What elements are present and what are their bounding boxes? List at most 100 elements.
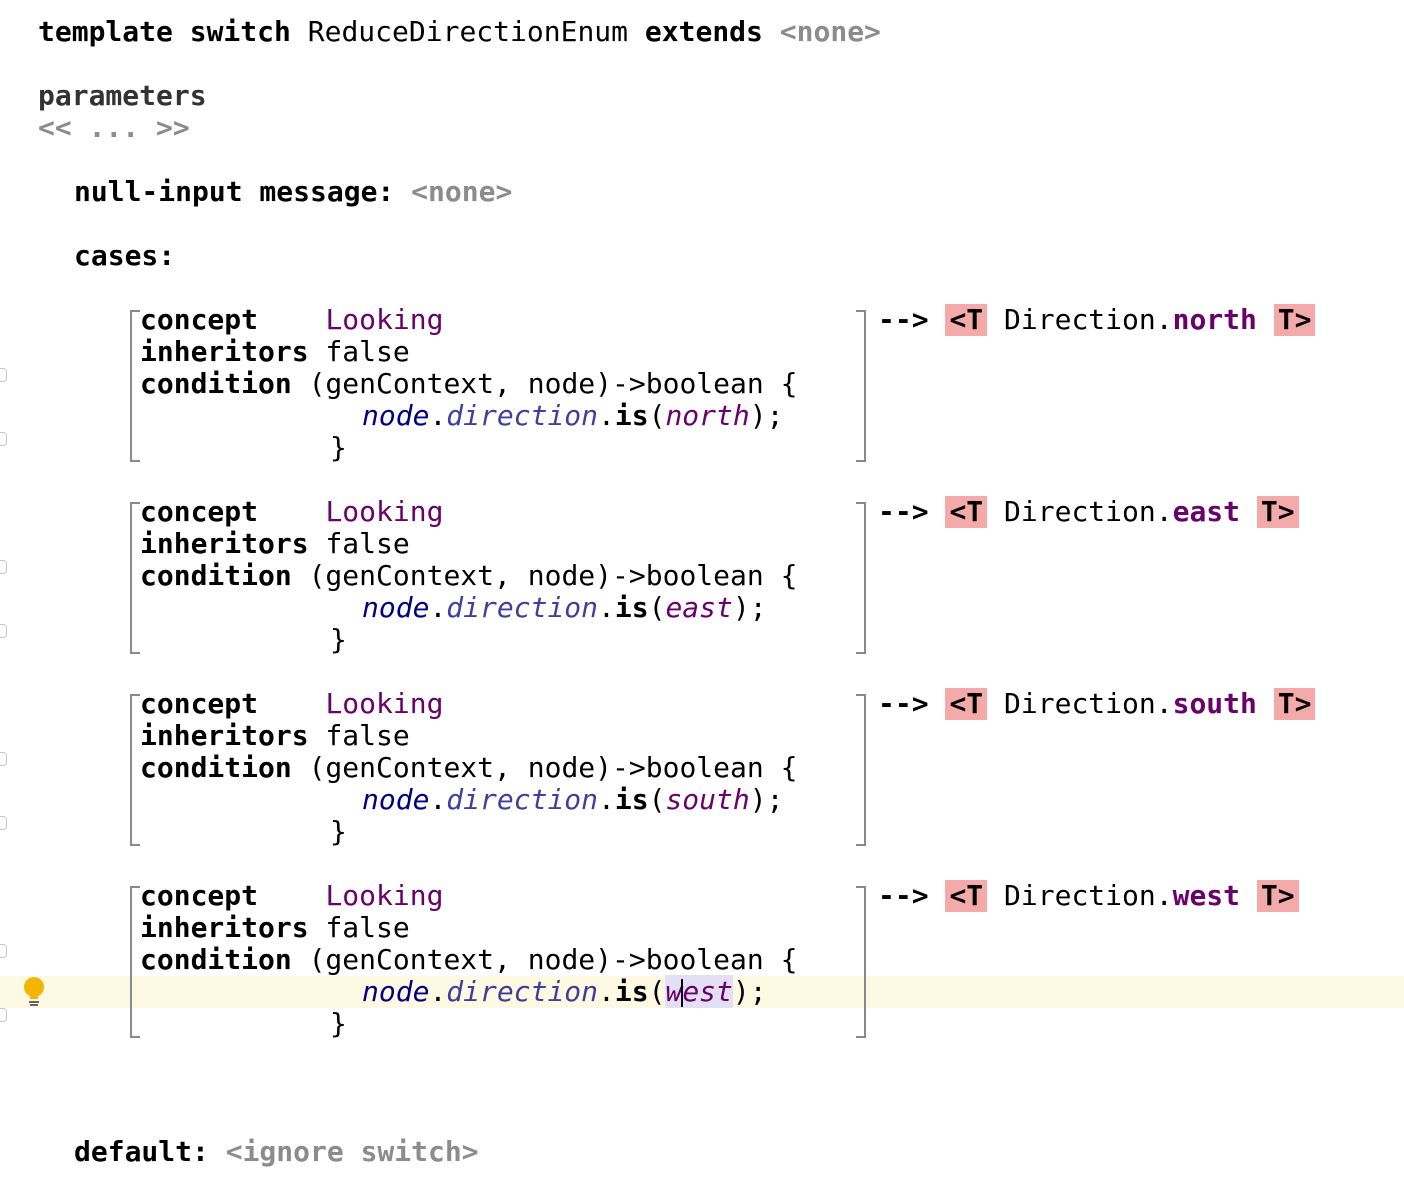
parameters-collection[interactable]: << ... >> [38,111,190,144]
dot: . [429,975,447,1008]
concept-reference[interactable]: Looking [325,495,444,528]
case-bracket-left [130,886,140,1038]
inheritors-value[interactable]: false [325,719,410,752]
fold-marker-icon[interactable] [0,624,7,638]
fold-marker-icon[interactable] [0,944,7,958]
direction-property[interactable]: direction [446,591,599,624]
lambda-header[interactable]: (genContext, node)->boolean { [308,559,798,592]
dot: . [598,975,615,1008]
enum-type-reference: Direction. [1004,303,1173,336]
condition-keyword: condition [140,751,292,784]
inheritors-value[interactable]: false [325,911,410,944]
lightbulb-icon[interactable] [22,976,46,1008]
fold-marker-icon[interactable] [0,560,7,574]
null-input-placeholder[interactable]: <none> [411,175,513,208]
case-inheritors-row: inheritors false [140,336,410,368]
template-fragment-close[interactable]: T> [1273,688,1316,720]
node-parameter[interactable]: node [362,975,430,1008]
dot: . [429,591,447,624]
template-fragment-close[interactable]: T> [1256,880,1299,912]
is-operation[interactable]: is [614,783,649,816]
case-condition-row: condition (genContext, node)->boolean { [140,752,797,784]
case-inheritors-row: inheritors false [140,912,410,944]
concept-keyword: concept [140,879,259,912]
case-result: --> <T Direction.north T> [878,303,1316,336]
null-input-label: null-input message: [74,175,395,208]
enum-literal[interactable]: east [665,591,733,624]
enum-literal[interactable]: west [665,975,733,1008]
default-row: default: <ignore switch> [74,1136,479,1168]
case-concept-row: concept Looking [140,304,443,336]
fold-marker-icon[interactable] [0,752,7,766]
template-fragment-open[interactable]: <T [945,688,988,720]
dot: . [598,399,615,432]
template-fragment-open[interactable]: <T [945,496,988,528]
lambda-header[interactable]: (genContext, node)->boolean { [308,751,798,784]
close-brace: } [330,431,347,464]
fold-marker-icon[interactable] [0,368,7,382]
dot: . [598,591,615,624]
template-fragment-open[interactable]: <T [945,304,988,336]
text-caret [681,979,684,1007]
fold-marker-icon[interactable] [0,816,7,830]
lambda-close: } [330,432,347,464]
condition-expression: node.direction.is(south); [362,783,784,816]
case-result: --> <T Direction.south T> [878,687,1316,720]
is-operation[interactable]: is [614,975,649,1008]
extends-placeholder[interactable]: <none> [779,15,881,48]
inheritors-value[interactable]: false [325,527,410,560]
node-parameter[interactable]: node [362,591,430,624]
concept-reference[interactable]: Looking [325,687,444,720]
direction-property[interactable]: direction [446,399,599,432]
enum-literal[interactable]: north [665,399,750,432]
enum-type-reference: Direction. [1004,879,1173,912]
keyword-extends: extends [644,15,763,48]
node-parameter[interactable]: node [362,783,430,816]
concept-reference[interactable]: Looking [325,303,444,336]
default-label: default: [74,1135,209,1168]
lambda-header[interactable]: (genContext, node)->boolean { [308,367,798,400]
node-parameter[interactable]: node [362,399,430,432]
direction-property[interactable]: direction [446,975,599,1008]
direction-property[interactable]: direction [446,783,599,816]
template-fragment-close[interactable]: T> [1256,496,1299,528]
fold-marker-icon[interactable] [0,432,7,446]
enum-literal[interactable]: south [665,783,750,816]
fold-marker-icon[interactable] [0,1008,7,1022]
enum-member-reference[interactable]: west [1172,879,1241,912]
case-bracket-right [856,886,866,1038]
case-bracket-right [856,502,866,654]
dot: . [598,783,615,816]
case-inheritors-row: inheritors false [140,720,410,752]
template-header[interactable]: template switch ReduceDirectionEnum exte… [38,16,881,48]
concept-reference[interactable]: Looking [325,879,444,912]
close-brace: } [330,1007,347,1040]
lambda-header[interactable]: (genContext, node)->boolean { [308,943,798,976]
case-concept-row: concept Looking [140,496,443,528]
case-result: --> <T Direction.west T> [878,880,1299,912]
condition-keyword: condition [140,367,292,400]
case-condition-row: condition (genContext, node)->boolean { [140,368,797,400]
is-operation[interactable]: is [614,591,649,624]
enum-member-reference[interactable]: north [1172,303,1257,336]
cases-label: cases: [74,239,176,272]
enum-member-reference[interactable]: south [1172,687,1257,720]
inheritors-keyword: inheritors [140,719,309,752]
case-bracket-left [130,502,140,654]
template-name[interactable]: ReduceDirectionEnum [307,15,629,48]
condition-expression: node.direction.is(north); [362,399,784,432]
dot: . [429,399,447,432]
condition-expression: node.direction.is(west); [362,975,767,1008]
enum-member-reference[interactable]: east [1172,495,1241,528]
is-operation[interactable]: is [614,399,649,432]
inheritors-value[interactable]: false [325,335,410,368]
lambda-close: } [330,624,347,656]
default-placeholder[interactable]: <ignore switch> [225,1135,479,1168]
close-brace: } [330,623,347,656]
keyword-template: template [38,15,173,48]
template-fragment-open[interactable]: <T [945,880,988,912]
condition-expression: node.direction.is(east); [362,591,767,624]
template-fragment-close[interactable]: T> [1273,304,1316,336]
enum-type-reference: Direction. [1004,495,1173,528]
arrow: --> [878,495,929,528]
